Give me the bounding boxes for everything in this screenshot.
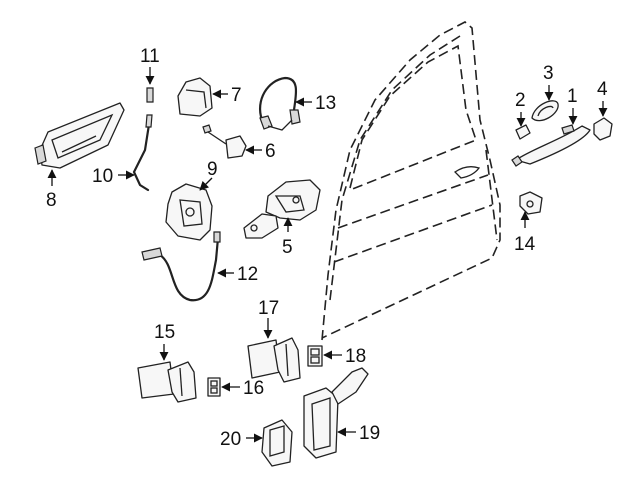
door-outline: [321, 21, 501, 341]
upper-hinge: [247, 337, 301, 383]
callout-10: 10: [92, 166, 113, 187]
callout-5: 5: [282, 237, 293, 258]
wire-harness: [259, 76, 301, 131]
door-lock-actuator: [165, 183, 213, 241]
lock-rod: [132, 87, 154, 192]
callout-4: 4: [597, 79, 608, 100]
lock-cylinder-cap: [593, 117, 613, 141]
callout-13: 13: [315, 93, 336, 114]
callout-1: 1: [567, 86, 578, 107]
callout-9: 9: [207, 159, 218, 180]
lower-hinge-shim: [207, 377, 221, 397]
inside-handle: [34, 102, 125, 169]
lower-hinge: [137, 361, 197, 403]
callout-14: 14: [514, 234, 536, 255]
callout-19: 19: [359, 423, 380, 444]
callout-11: 11: [140, 46, 160, 67]
callout-20: 20: [220, 429, 241, 450]
door-latch: [243, 179, 321, 239]
callouts: 1 2 3 4 5 6 7 8 9 10 11 12 13 14 15 16 1: [46, 46, 608, 450]
callout-16: 16: [243, 378, 264, 399]
callout-12: 12: [237, 264, 258, 285]
lock-cover: [177, 77, 213, 117]
release-cable: [141, 231, 221, 302]
callout-6: 6: [265, 141, 276, 162]
callout-15: 15: [154, 322, 175, 343]
upper-hinge-shim: [307, 345, 323, 367]
callout-2: 2: [515, 90, 526, 111]
check-bracket: [261, 419, 293, 467]
callout-8: 8: [46, 190, 57, 211]
door-switch: [202, 124, 247, 159]
callout-18: 18: [345, 346, 366, 367]
outside-handle: [511, 124, 591, 167]
callout-3: 3: [543, 63, 554, 84]
callout-7: 7: [231, 85, 242, 106]
door-check: [303, 367, 369, 459]
callout-17: 17: [258, 298, 279, 319]
handle-bracket: [519, 191, 543, 215]
